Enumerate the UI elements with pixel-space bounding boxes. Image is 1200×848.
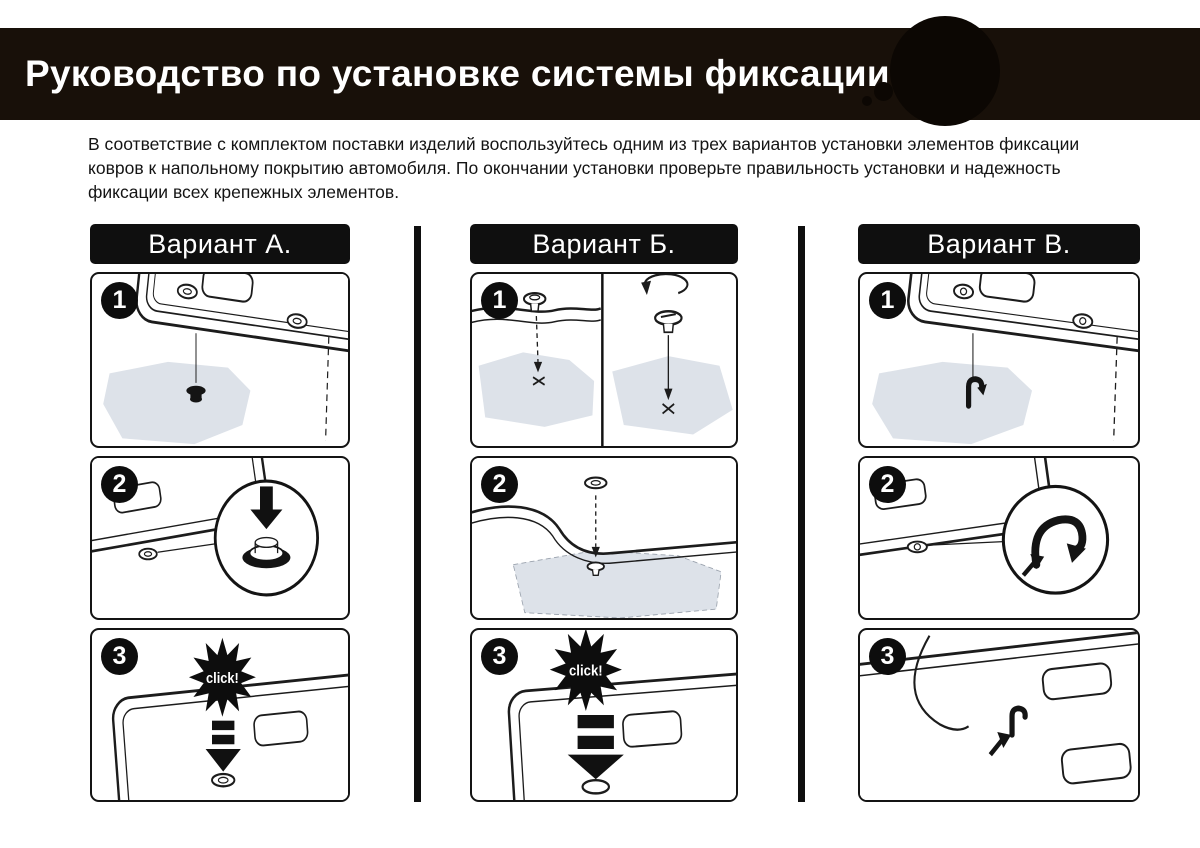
- fastener-icon: [581, 778, 611, 795]
- fastener-icon: [522, 291, 547, 313]
- step-panel-a1: 1: [90, 272, 350, 448]
- fastener-icon: [906, 540, 928, 554]
- step-number-badge: 2: [869, 466, 906, 503]
- target-x-mark: [532, 376, 546, 386]
- hook-icon: [1031, 515, 1087, 569]
- step-number-badge: 3: [481, 638, 518, 675]
- press-down-arrow-icon: [250, 486, 283, 530]
- floor-mat-outline: [472, 458, 736, 554]
- illustration-variant-a-step-1: [103, 274, 348, 445]
- step-panel-a2: 2: [90, 456, 350, 620]
- floor-mat-outline: [111, 672, 348, 800]
- click-label: click!: [206, 669, 239, 686]
- floor-mat-outline: [507, 671, 736, 800]
- arrow-icon: [1021, 559, 1038, 577]
- column-divider-right: [798, 226, 805, 802]
- hook-icon: [1009, 705, 1028, 738]
- page-title: Руководство по установке системы фиксаци…: [25, 53, 901, 94]
- step-number-badge: 1: [481, 282, 518, 319]
- header-bar: Руководство по установке системы фиксаци…: [0, 28, 1200, 120]
- step-panel-c2: 2: [858, 456, 1140, 620]
- down-arrow-icon: [533, 361, 543, 373]
- intro-text: В соответствие с комплектом поставки изд…: [88, 134, 1080, 202]
- down-arrow-icon: [664, 388, 673, 401]
- arrow-icon: [988, 738, 1005, 757]
- illustration-variant-c-step-2: [860, 458, 1110, 595]
- fastener-icon: [584, 476, 608, 490]
- step-panel-c3: 3: [858, 628, 1140, 802]
- click-label: click!: [569, 663, 603, 680]
- decorative-dot-medium: [874, 82, 893, 101]
- step-panel-a3: click! 3: [90, 628, 350, 802]
- press-down-arrow-icon: [205, 720, 241, 772]
- fastener-icon: [586, 561, 605, 577]
- variant-b-header: Вариант Б.: [470, 224, 738, 264]
- illustration-variant-b-step-1: [472, 274, 733, 446]
- click-starburst: [188, 637, 256, 717]
- column-divider-left: [414, 226, 421, 802]
- floor-patch: [478, 352, 595, 427]
- step-panel-b2: 2: [470, 456, 738, 620]
- decorative-dot-small: [862, 96, 872, 106]
- down-arrow-icon: [591, 546, 600, 558]
- floor-patch: [612, 356, 733, 435]
- illustration-variant-a-step-2: [92, 458, 319, 597]
- press-down-arrow-icon: [567, 715, 624, 780]
- illustration-variant-b-step-2: [472, 458, 736, 618]
- floor-mat-outline: [135, 274, 348, 358]
- illustration-variant-c-step-1: [872, 274, 1138, 445]
- floor-patch: [103, 361, 251, 445]
- variant-c-header: Вариант В.: [858, 224, 1140, 264]
- step-panel-b1: 1: [470, 272, 738, 448]
- step-number-badge: 3: [101, 638, 138, 675]
- illustration-variant-c-step-3: [860, 630, 1138, 800]
- screw-fastener-icon: [654, 310, 683, 334]
- step-panel-c1: 1: [858, 272, 1140, 448]
- magnifier-circle: [1001, 484, 1110, 595]
- target-x-mark: [662, 403, 675, 415]
- illustration-variant-a-step-3: click!: [111, 637, 348, 800]
- rotate-arrow-icon: [643, 274, 689, 295]
- illustration-variant-b-step-3: click!: [507, 630, 736, 800]
- step-number-badge: 2: [101, 466, 138, 503]
- floor-mat-outline: [907, 274, 1138, 358]
- step-number-badge: 2: [481, 466, 518, 503]
- click-starburst: [549, 630, 622, 711]
- step-panel-b3: click! 3: [470, 628, 738, 802]
- step-number-badge: 1: [869, 282, 906, 319]
- fastener-icon: [138, 547, 158, 561]
- fastener-cross-section: [242, 536, 291, 569]
- step-number-badge: 1: [101, 282, 138, 319]
- step-number-badge: 3: [869, 638, 906, 675]
- mat-edge-curve: [913, 635, 970, 731]
- hook-icon: [965, 376, 987, 409]
- floor-patch: [872, 361, 1033, 445]
- variant-a-header: Вариант А.: [90, 224, 350, 264]
- floor-patch: [512, 549, 722, 618]
- decorative-circle: [890, 16, 1000, 126]
- grommet-icon: [186, 385, 206, 403]
